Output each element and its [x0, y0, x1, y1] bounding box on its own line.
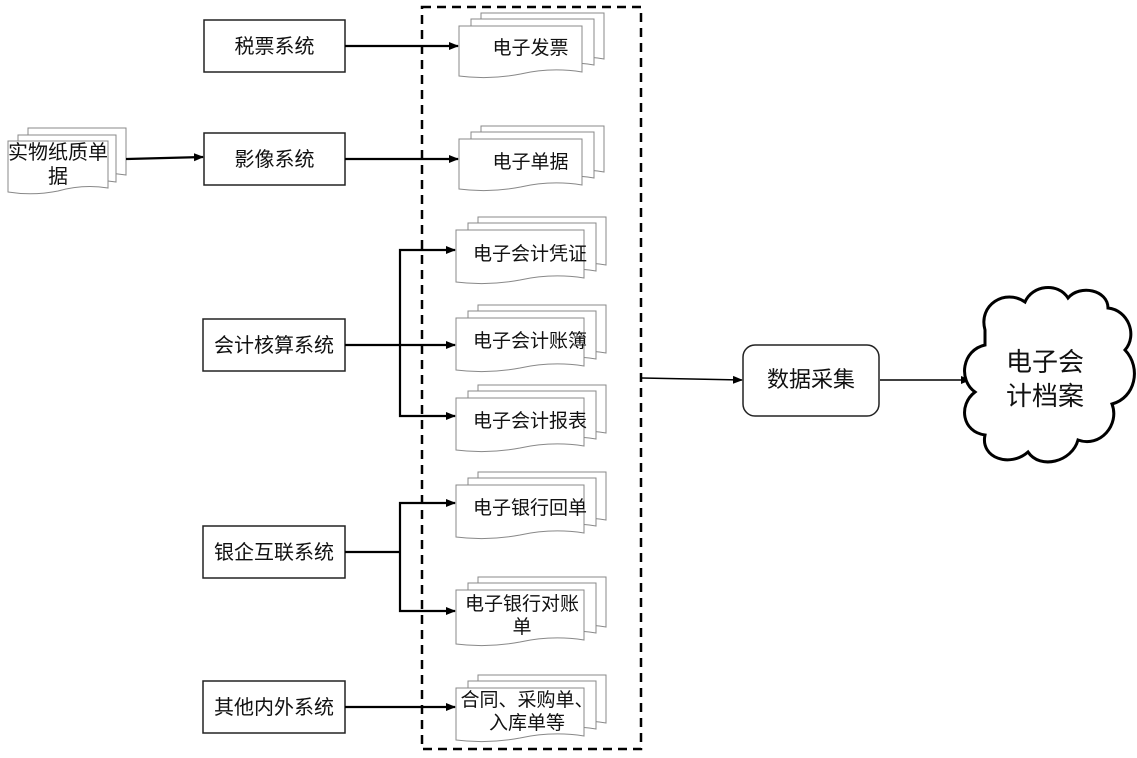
- document-label-e-voucher: 电子会计凭证: [472, 242, 587, 265]
- document-stack-shape-e-report: [455, 384, 607, 453]
- system-box-image: [203, 132, 346, 186]
- paper-docs-shape: [7, 127, 127, 195]
- document-label-e-invoice: 电子发票: [492, 36, 569, 59]
- document-stack-shape-e-receipt: [458, 125, 605, 192]
- process-box-data-collection: [742, 344, 880, 417]
- system-label-bank: 银企互联系统: [214, 540, 334, 564]
- document-stack-shape-e-voucher: [455, 216, 607, 285]
- document-stack-shape-e-invoice: [458, 12, 605, 79]
- document-label-contracts: 合同、采购单、入库单等: [460, 689, 594, 734]
- arrow-bank-to-statement: [398, 552, 456, 615]
- arrow-paper-to-image: [125, 153, 204, 162]
- document-label-e-receipt: 电子单据: [492, 150, 569, 173]
- document-label-e-bank-receipt: 电子银行回单: [472, 496, 587, 519]
- paper-docs-label: 实物纸质单据: [8, 140, 108, 188]
- system-label-image: 影像系统: [234, 147, 315, 171]
- arrow-accounting-to-report: [398, 345, 456, 420]
- document-stack-shape-e-bank-receipt: [455, 471, 607, 540]
- document-group-dashed-box: [420, 5, 643, 751]
- document-stack-shape-e-ledger: [455, 304, 607, 373]
- document-stack-shape-contracts: [455, 674, 607, 743]
- system-label-other: 其他内外系统: [214, 695, 334, 719]
- arrow-group-to-collection: [641, 375, 743, 384]
- document-label-e-bank-statement: 电子银行对账单: [464, 593, 579, 638]
- process-label-data-collection: 数据采集: [766, 367, 855, 393]
- cloud-shape-archive: [963, 286, 1136, 464]
- system-label-accounting: 会计核算系统: [214, 333, 334, 357]
- system-label-tax: 税票系统: [234, 34, 315, 58]
- document-label-e-ledger: 电子会计账簿: [472, 329, 587, 352]
- system-box-bank: [202, 525, 346, 579]
- document-stack-shape-e-bank-statement: [455, 576, 607, 647]
- document-label-e-report: 电子会计报表: [472, 409, 587, 432]
- system-box-tax: [203, 19, 346, 73]
- arrow-bank-to-receipt: [398, 499, 456, 552]
- target-label-archive: 电子会计档案: [1005, 348, 1084, 412]
- arrow-accounting-to-voucher: [398, 246, 456, 345]
